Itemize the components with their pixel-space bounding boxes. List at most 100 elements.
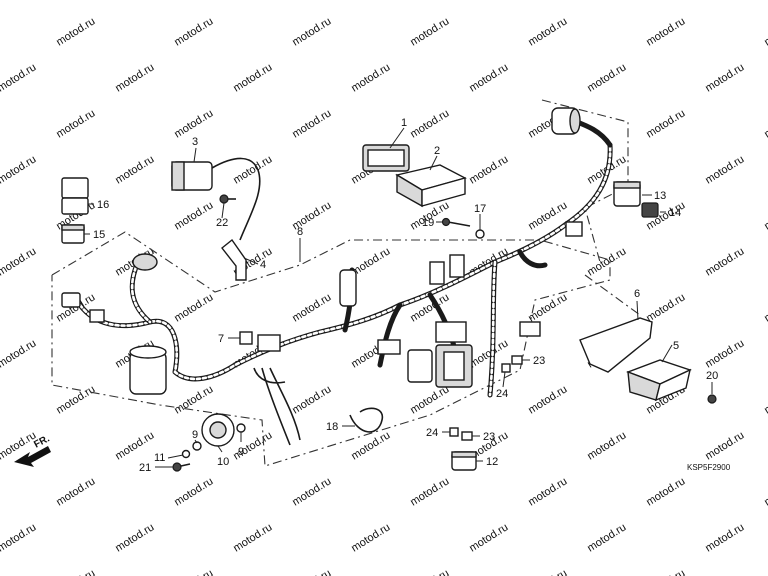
watermark-text: motod.ru bbox=[644, 567, 687, 576]
watermark-text: motod.ru bbox=[54, 567, 97, 576]
watermark-text: motod.ru bbox=[349, 61, 392, 94]
callout-9-right: 9 bbox=[238, 446, 244, 458]
watermark-text: motod.ru bbox=[349, 521, 392, 554]
watermark-text: motod.ru bbox=[703, 61, 746, 94]
part-fuse-24-upper bbox=[501, 363, 511, 373]
part-ignition-coil bbox=[171, 157, 261, 241]
watermark-text: motod.ru bbox=[703, 245, 746, 278]
harness-end-grommet bbox=[551, 107, 581, 135]
watermark-text: motod.ru bbox=[0, 0, 38, 3]
watermark-text: motod.ru bbox=[172, 475, 215, 508]
watermark-text: motod.ru bbox=[290, 475, 333, 508]
part-fuse-holder-12 bbox=[451, 451, 477, 471]
watermark-text: motod.ru bbox=[762, 475, 768, 508]
watermark-text: motod.ru bbox=[290, 383, 333, 416]
callout-15: 15 bbox=[93, 229, 105, 241]
part-fuse-24-lower bbox=[449, 427, 459, 437]
watermark-text: motod.ru bbox=[0, 337, 38, 370]
watermark-text: motod.ru bbox=[585, 245, 628, 278]
watermark-text: motod.ru bbox=[467, 521, 510, 554]
part-bolt-20 bbox=[707, 394, 717, 404]
watermark-text: motod.ru bbox=[585, 61, 628, 94]
callout-5: 5 bbox=[673, 340, 679, 352]
callout-12: 12 bbox=[486, 456, 498, 468]
watermark-text: motod.ru bbox=[408, 475, 451, 508]
watermark-text: motod.ru bbox=[762, 15, 768, 48]
watermark-text: motod.ru bbox=[54, 15, 97, 48]
watermark-text: motod.ru bbox=[290, 15, 333, 48]
part-band-18 bbox=[349, 407, 384, 433]
watermark-text: motod.ru bbox=[703, 521, 746, 554]
part-connector-14 bbox=[641, 202, 659, 218]
part-nut-9-left bbox=[192, 441, 202, 451]
watermark-text: motod.ru bbox=[0, 521, 38, 554]
watermark-text: motod.ru bbox=[0, 61, 38, 94]
watermark-text: motod.ru bbox=[526, 475, 569, 508]
watermark-text: motod.ru bbox=[467, 153, 510, 186]
part-relay-16 bbox=[61, 177, 89, 215]
watermark-text: motod.ru bbox=[113, 153, 156, 186]
watermark-text: motod.ru bbox=[113, 0, 156, 3]
watermark-text: motod.ru bbox=[0, 245, 38, 278]
watermark-text: motod.ru bbox=[231, 521, 274, 554]
part-spark-plug-cap bbox=[221, 238, 247, 281]
watermark-text: motod.ru bbox=[644, 291, 687, 324]
watermark-text: motod.ru bbox=[644, 475, 687, 508]
part-bolt-22 bbox=[219, 194, 236, 204]
watermark-text: motod.ru bbox=[172, 199, 215, 232]
watermark-text: motod.ru bbox=[231, 61, 274, 94]
callout-14: 14 bbox=[669, 207, 681, 219]
callout-11: 11 bbox=[154, 452, 165, 464]
leader-lines bbox=[84, 127, 713, 468]
watermark-text: motod.ru bbox=[703, 153, 746, 186]
callout-8: 8 bbox=[297, 226, 303, 238]
callout-2: 2 bbox=[434, 145, 440, 157]
watermark-text: motod.ru bbox=[762, 567, 768, 576]
part-bracket-6 bbox=[579, 317, 653, 373]
watermark-text: motod.ru bbox=[172, 15, 215, 48]
watermark-text: motod.ru bbox=[408, 107, 451, 140]
diagram-code: KSP5F2900 bbox=[687, 463, 731, 472]
callout-7: 7 bbox=[218, 333, 224, 345]
callout-24-upper: 24 bbox=[496, 388, 508, 400]
watermark-text: motod.ru bbox=[231, 0, 274, 3]
watermark-text: motod.ru bbox=[172, 567, 215, 576]
watermark-text: motod.ru bbox=[290, 107, 333, 140]
watermark-text: motod.ru bbox=[0, 153, 38, 186]
watermark-text: motod.ru bbox=[349, 429, 392, 462]
part-condenser bbox=[129, 345, 167, 395]
watermark-text: motod.ru bbox=[172, 291, 215, 324]
callout-23-lower: 23 bbox=[483, 431, 495, 443]
arrow-left-icon bbox=[14, 446, 51, 467]
watermark-text: motod.ru bbox=[762, 199, 768, 232]
part-fuse-23-upper bbox=[511, 355, 523, 365]
part-fuse-23-lower bbox=[461, 431, 473, 441]
part-relay-13 bbox=[613, 181, 641, 207]
callout-1: 1 bbox=[401, 117, 407, 129]
watermark-text: motod.ru bbox=[54, 383, 97, 416]
watermark-text: motod.ru bbox=[762, 291, 768, 324]
watermark-text: motod.ru bbox=[703, 337, 746, 370]
watermark-text: motod.ru bbox=[526, 567, 569, 576]
watermark-text: motod.ru bbox=[467, 61, 510, 94]
watermark-text: motod.ru bbox=[526, 383, 569, 416]
watermark-text: motod.ru bbox=[703, 429, 746, 462]
callout-19: 19 bbox=[422, 217, 434, 229]
callout-24-lower: 24 bbox=[426, 427, 438, 439]
watermark-text: motod.ru bbox=[644, 15, 687, 48]
watermark-text: motod.ru bbox=[585, 0, 628, 3]
callout-4: 4 bbox=[260, 259, 266, 271]
watermark-text: motod.ru bbox=[408, 567, 451, 576]
part-control-unit bbox=[395, 164, 467, 208]
watermark-text: motod.ru bbox=[762, 383, 768, 416]
callout-9-left: 9 bbox=[192, 429, 198, 441]
callout-labels: 1 2 3 4 5 6 7 8 9 9 10 11 12 13 14 15 16… bbox=[93, 117, 718, 474]
watermark-text: motod.ru bbox=[467, 0, 510, 3]
harness-connectors bbox=[61, 221, 583, 355]
part-cylinder-small bbox=[339, 269, 357, 307]
watermark-text: motod.ru bbox=[408, 15, 451, 48]
part-washer-11 bbox=[181, 449, 191, 459]
watermark-text: motod.ru bbox=[113, 429, 156, 462]
part-relay-block bbox=[407, 344, 473, 388]
callout-17: 17 bbox=[474, 203, 486, 215]
